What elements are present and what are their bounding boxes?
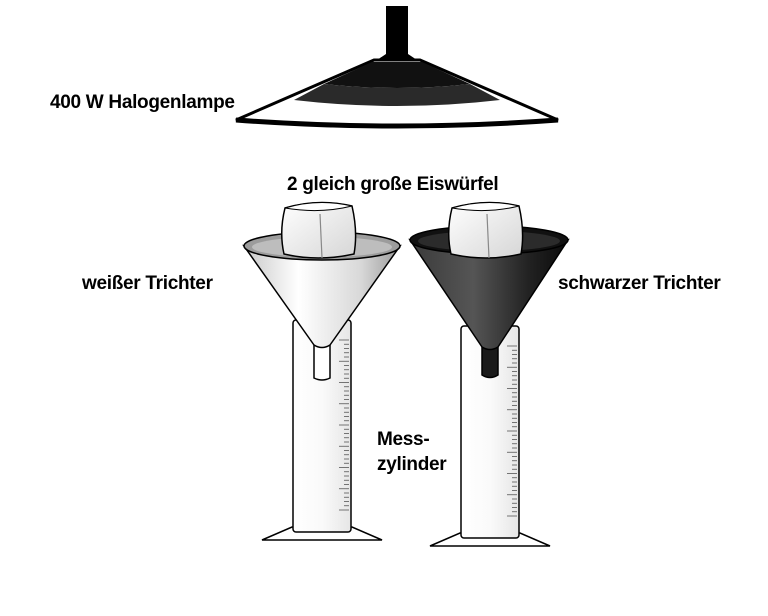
cylinder-label-line2: zylinder xyxy=(377,454,447,475)
ice-cube-left-edge xyxy=(319,213,323,259)
black-funnel-label: schwarzer Trichter xyxy=(558,273,721,294)
ice-cubes-label: 2 gleich große Eiswürfel xyxy=(287,174,498,195)
ice-cube-left xyxy=(281,201,357,259)
lamp-shade-rim xyxy=(235,117,559,129)
measuring-cylinder-left xyxy=(261,319,383,541)
white-funnel-spout xyxy=(313,344,331,381)
lamp-label: 400 W Halogenlampe xyxy=(50,92,235,113)
cylinder-base-left xyxy=(261,526,383,541)
ice-cube-right-top xyxy=(451,201,520,212)
cylinder-scale-right xyxy=(507,345,517,517)
lamp-shade-band xyxy=(324,62,470,88)
ice-cube-left-top xyxy=(284,201,353,212)
black-funnel-spout xyxy=(481,346,499,379)
lamp-stem xyxy=(386,6,408,56)
lamp-shade-inner xyxy=(294,84,500,106)
white-funnel-label: weißer Trichter xyxy=(81,273,214,294)
cylinder-base-right xyxy=(429,532,551,547)
measuring-cylinder-right xyxy=(429,325,551,547)
cylinder-scale-left xyxy=(339,339,349,511)
halogen-lamp xyxy=(235,6,559,129)
white-funnel-cone xyxy=(242,244,402,349)
cylinder-label-line1: Mess- xyxy=(377,429,429,450)
ice-cube-right-edge xyxy=(486,213,490,259)
ice-cube-right xyxy=(448,201,524,259)
